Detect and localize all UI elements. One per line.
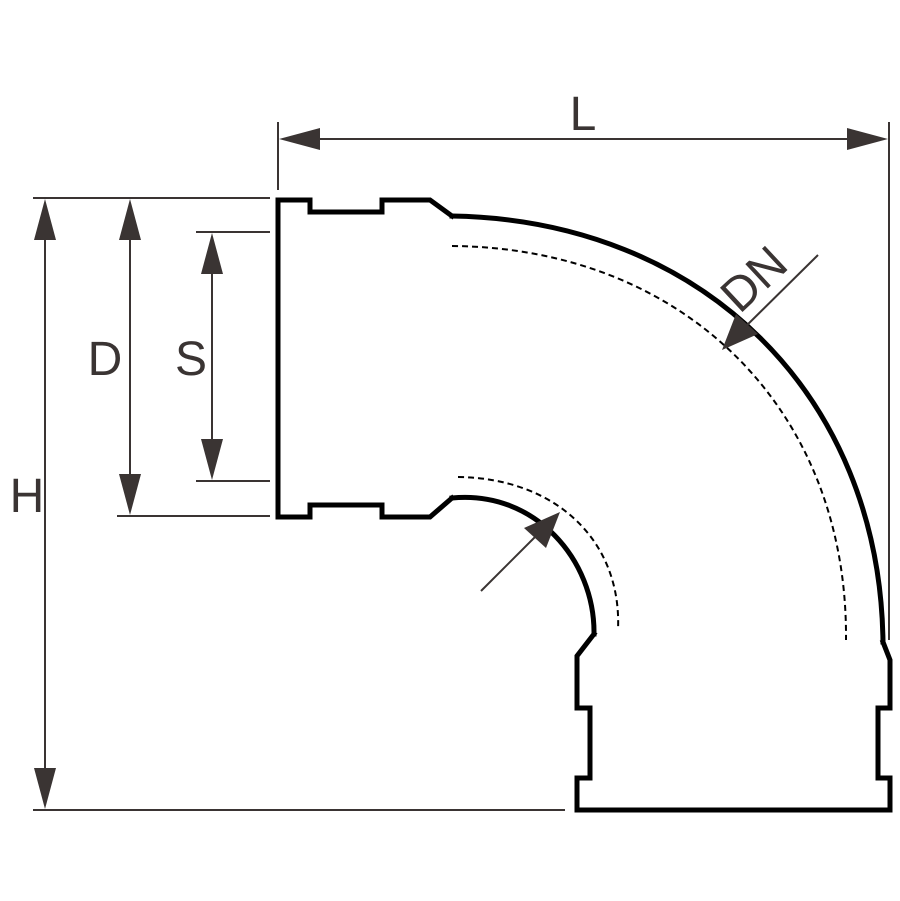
inner-wall-lines (451, 245, 848, 641)
height-arrow-bottom (34, 768, 56, 809)
length-label: L (570, 88, 597, 141)
top-socket-upper-profile (275, 197, 456, 220)
height-arrow-top (34, 199, 56, 240)
socket-arrow-top (201, 233, 223, 274)
inner-inner-wall-dashed (457, 476, 620, 631)
socket-label: S (175, 333, 207, 386)
nominal-diameter-label: DN (711, 237, 798, 323)
length-arrow-right (847, 128, 888, 150)
top-socket-lower-profile (275, 494, 456, 520)
dimension-nominal-outer: DN (711, 237, 819, 350)
dimension-height: H (10, 197, 565, 811)
outer-inner-wall-dashed (451, 245, 848, 641)
dimension-diameter: D (88, 199, 270, 517)
height-label: H (10, 470, 45, 523)
elbow-outline (275, 197, 893, 813)
inner-bend-curve (449, 494, 597, 637)
diameter-label: D (88, 333, 123, 386)
outer-bend-curve (449, 213, 886, 645)
socket-arrow-bottom (201, 439, 223, 480)
nominal-arrow-inner (524, 512, 560, 548)
dimension-socket: S (175, 231, 270, 482)
dimension-length: L (277, 88, 890, 640)
bottom-socket-right-profile (875, 638, 893, 813)
dimension-nominal-inner (480, 512, 560, 592)
diameter-arrow-top (119, 199, 141, 240)
nominal-leader-outer (735, 254, 819, 337)
diameter-arrow-bottom (119, 474, 141, 515)
length-arrow-left (279, 128, 320, 150)
bottom-socket-left-profile (574, 630, 598, 813)
nominal-arrow-outer (722, 314, 758, 350)
